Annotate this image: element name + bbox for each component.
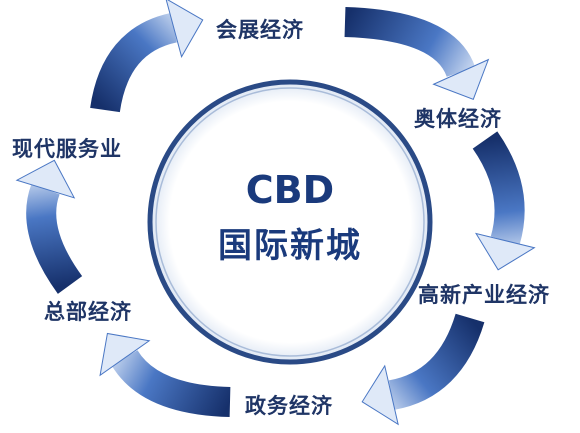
center-title-cbd: CBD — [245, 168, 335, 212]
arrow-government-to-headquarters-head — [99, 332, 151, 377]
arrow-hightech-to-government — [361, 313, 485, 426]
arrow-hightech-to-government-head — [361, 364, 399, 426]
stage-label-hightech: 高新产业经济 — [418, 283, 550, 307]
stage-label-olympic-sports: 奥体经济 — [414, 107, 502, 131]
arrow-exhibition-to-olympic — [344, 7, 490, 100]
arrow-exhibition-to-olympic-shaft — [344, 7, 476, 78]
arrow-olympic-to-hightech-shaft — [472, 131, 525, 245]
center-circle — [147, 79, 433, 365]
arrow-headquarters-to-services — [15, 159, 83, 294]
arrow-hightech-to-government-shaft — [388, 313, 485, 410]
center-circle-inner-ring — [155, 87, 425, 357]
stage-label-government: 政务经济 — [245, 394, 333, 418]
stage-label-headquarters: 总部经济 — [44, 300, 132, 324]
stage-label-modern-services: 现代服务业 — [12, 137, 122, 161]
center-title-city: 国际新城 — [218, 226, 362, 266]
arrow-government-to-headquarters-shaft — [111, 349, 231, 417]
arrow-olympic-to-hightech — [472, 131, 536, 271]
arrow-services-to-exhibition — [90, 0, 204, 113]
arrow-services-to-exhibition-shaft — [90, 13, 178, 113]
arrow-exhibition-to-olympic-head — [432, 58, 490, 100]
arrow-headquarters-to-services-shaft — [26, 183, 83, 294]
arrow-government-to-headquarters — [99, 332, 231, 417]
arrow-headquarters-to-services-head — [15, 159, 76, 199]
arrow-olympic-to-hightech-head — [474, 232, 536, 271]
arrow-services-to-exhibition-head — [165, 0, 204, 58]
stage-label-exhibition: 会展经济 — [216, 18, 304, 42]
